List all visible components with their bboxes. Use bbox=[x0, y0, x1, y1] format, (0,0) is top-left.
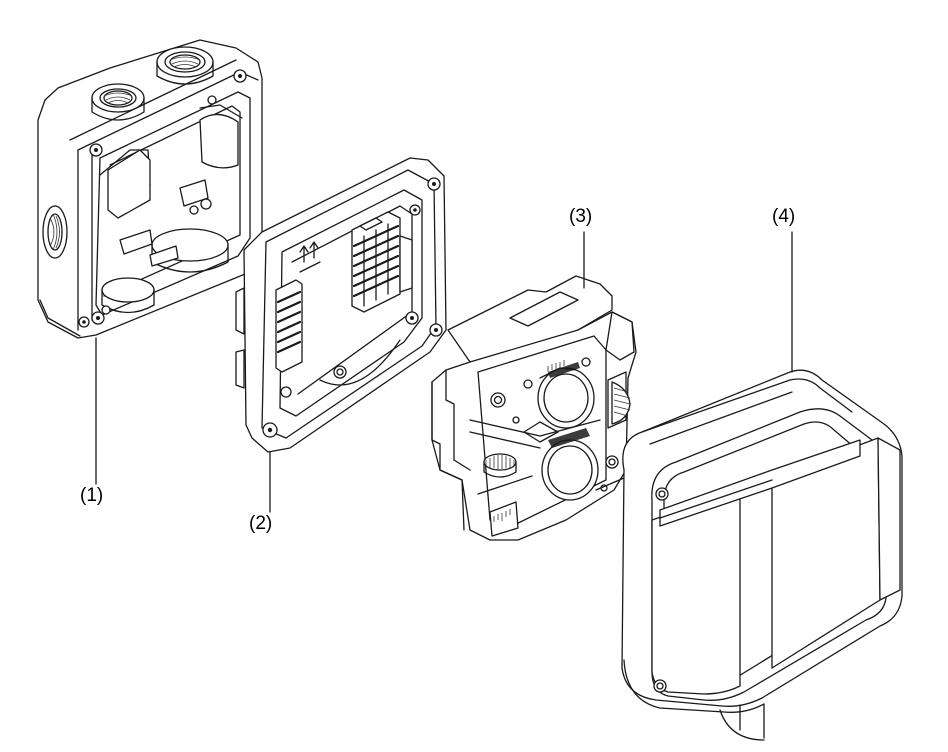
callout-label-2: (2) bbox=[249, 513, 273, 534]
part-3-detector-module bbox=[431, 231, 637, 541]
part-1-housing bbox=[37, 39, 263, 485]
part-4-cover bbox=[621, 231, 903, 741]
callout-label-3: (3) bbox=[569, 206, 593, 227]
callout-label-4: (4) bbox=[772, 206, 796, 227]
part-2-base-plate bbox=[235, 157, 447, 513]
callout-label-1: (1) bbox=[80, 485, 104, 506]
